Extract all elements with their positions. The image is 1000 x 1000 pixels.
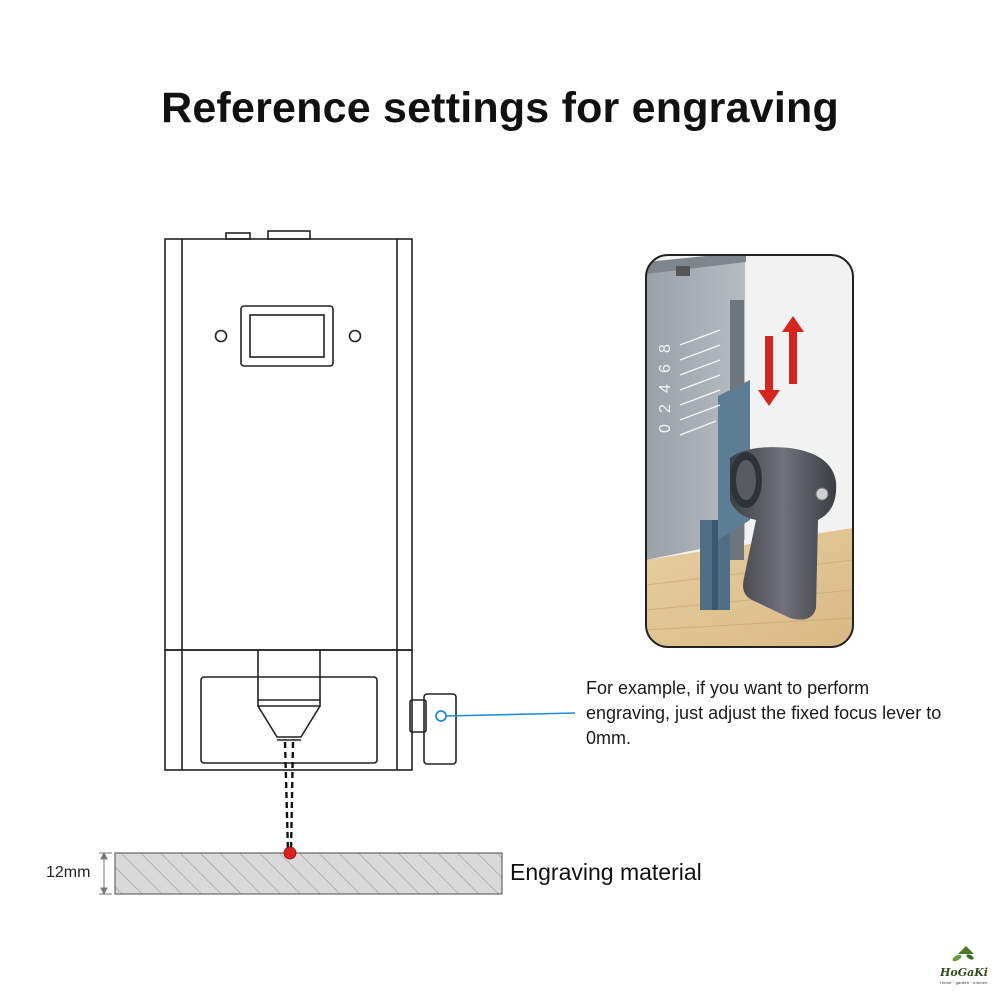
brand-name: HoGaKi	[940, 966, 988, 979]
thickness-label: 12mm	[46, 864, 91, 881]
laser-dot	[283, 846, 297, 860]
brand-logo-icon	[952, 946, 974, 962]
focus-lever	[409, 693, 457, 765]
scale-tick-8: 8	[657, 344, 674, 353]
scale-tick-0: 0	[657, 424, 674, 433]
callout-text: For example, if you want to perform engr…	[586, 678, 942, 748]
scale-labels: 8 6 4 2 0	[657, 344, 674, 433]
adjust-arrows-icon	[758, 316, 804, 406]
thickness-dimension	[99, 851, 112, 896]
focus-lever-photo	[645, 254, 854, 648]
material-label: Engraving material	[510, 859, 702, 885]
brand-tagline: Home · garden · kitchen	[940, 980, 988, 985]
callout-leader-line	[445, 712, 576, 717]
scale-tick-2: 2	[657, 404, 674, 413]
engraving-material	[114, 852, 503, 895]
page-title: Reference settings for engraving	[161, 84, 839, 132]
scale-tick-4: 4	[657, 384, 674, 393]
scale-tick-6: 6	[657, 364, 674, 373]
laser-module-body	[164, 230, 413, 771]
laser-beam	[283, 741, 295, 853]
